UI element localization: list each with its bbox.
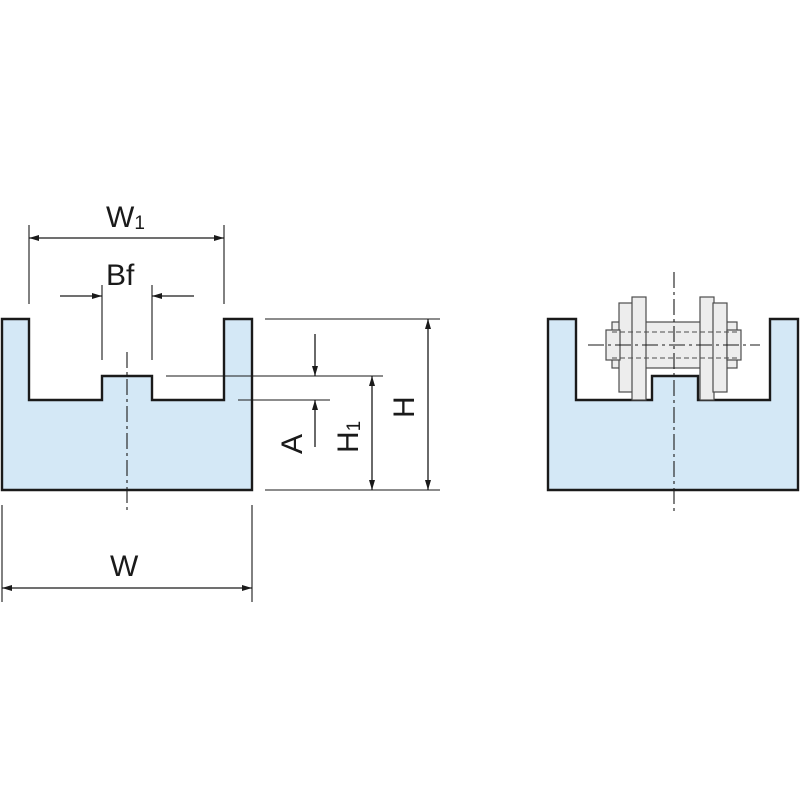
left-profile-view: W1 Bf W A H1: [0, 201, 440, 602]
a-dimension: A: [166, 334, 383, 454]
w-label: W: [110, 550, 139, 583]
w1-label: W1: [106, 201, 145, 234]
bf-dimension: Bf: [60, 259, 194, 360]
h1-label: H1: [332, 421, 365, 453]
guide-profile-section: [0, 317, 254, 492]
right-profile-view: [546, 272, 800, 512]
guide-profile-with-chain: [546, 317, 800, 492]
a-label: A: [276, 434, 309, 454]
h1-dimension: H1: [332, 376, 375, 490]
h-label: H: [388, 396, 421, 418]
w-dimension: W: [1, 505, 253, 602]
bf-label: Bf: [106, 259, 135, 292]
h-dimension: H: [265, 318, 440, 491]
w1-dimension: W1: [28, 201, 225, 304]
